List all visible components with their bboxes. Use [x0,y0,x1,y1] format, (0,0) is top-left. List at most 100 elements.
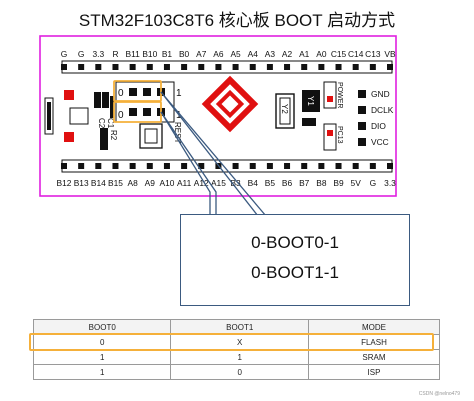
top-pin-label: B10 [142,49,157,59]
bottom-pin-label: G [370,178,377,188]
table-cell: ISP [307,364,441,380]
top-pin [78,64,85,70]
red-pad-bottom [64,132,74,142]
bottom-pin-label: A15 [211,178,226,188]
bottom-pin [95,163,102,169]
flash-row-highlight [29,333,434,351]
jumper-top-1: 1 [176,88,182,99]
top-pin-label: VB [384,49,396,59]
top-pin-label: A6 [213,49,224,59]
page-title: STM32F103C8T6 核心板 BOOT 启动方式 [78,11,396,30]
top-pin [352,64,359,70]
top-pin [232,64,239,70]
top-pin-header [61,60,393,74]
top-pin-label: C13 [365,49,381,59]
bottom-pin-label: B8 [316,178,327,188]
c1-label: C1 [106,118,115,129]
swd-label: DCLK [371,105,394,115]
swd-label: VCC [371,137,389,147]
reset-label: REST [173,122,182,143]
bottom-pin-label: B14 [91,178,106,188]
top-pin-label: 3.3 [92,49,104,59]
bottom-pin [146,163,153,169]
bottom-pin [284,163,291,169]
r2-component [100,128,108,150]
top-pin [95,64,102,70]
y2-crystal-inner [279,97,291,125]
top-pin [215,64,222,70]
jumper-pin [143,88,151,96]
top-pin-label: C14 [348,49,364,59]
swd-pin [358,90,366,98]
header-boot0: BOOT0 [32,319,172,335]
usb-port [69,107,89,125]
c1-component [102,92,109,108]
bottom-pin-label: A12 [194,178,209,188]
top-pin-label: G [78,49,85,59]
bottom-pin-label: B12 [57,178,72,188]
y1-crystal [302,90,320,112]
pc13-led [323,123,337,151]
table-cell: SRAM [307,349,441,365]
top-pin [61,64,67,70]
top-pin-label: B0 [179,49,190,59]
top-pin [318,64,325,70]
bottom-pin-label: A8 [128,178,139,188]
arrow-boot0 [160,91,259,217]
swd-pin [358,138,366,146]
top-pin-label: A1 [299,49,310,59]
top-pin [198,64,205,70]
table-row: 1 1 SRAM [32,349,441,365]
top-header-strip [61,60,393,74]
top-pin [266,64,273,70]
arrow-boot0-b [160,91,267,217]
bottom-pin-label: B7 [299,178,310,188]
bottom-pin [232,163,239,169]
bottom-pin [112,163,119,169]
top-pin [369,64,376,70]
swd-pin [358,122,366,130]
bottom-pin [129,163,136,169]
bottom-pin [249,163,256,169]
bottom-pin-label: A11 [177,178,192,188]
bottom-pin-label: B3 [230,178,241,188]
swd-pin [358,106,366,114]
bottom-pin [387,163,393,169]
red-pad-top [64,90,74,100]
usb-connector [44,97,54,135]
c2-component [94,92,101,108]
power-label: POWER [336,82,343,108]
top-pin [301,64,308,70]
bottom-pin [335,163,342,169]
top-pin [129,64,136,70]
top-pin-label: A7 [196,49,207,59]
top-pin [335,64,342,70]
bottom-pin [369,163,376,169]
top-pin-label: R [112,49,118,59]
bottom-pin-label: B4 [248,178,259,188]
pc13-label: PC13 [336,126,343,144]
power-led-red [327,96,333,102]
top-pin [284,64,291,70]
jumper-bottom-0: 0 [118,110,124,121]
top-pin-label: C15 [331,49,347,59]
mcu-chip [201,75,259,133]
power-led [323,81,337,109]
bottom-pin-label: A9 [145,178,156,188]
jumper-pin [129,108,137,116]
top-pin-label: G [61,49,68,59]
bottom-pin [266,163,273,169]
top-pin-label: A4 [248,49,259,59]
crystal-cap-bottom [302,118,316,126]
swd-pins [358,90,366,146]
bottom-pin-label: B9 [333,178,344,188]
r2-label: R2 [109,130,118,141]
table-cell: 0 [170,364,309,380]
r1-component [110,96,114,118]
jumper-pin [143,108,151,116]
top-pin [249,64,256,70]
swd-label: GND [371,89,390,99]
top-pin [146,64,153,70]
